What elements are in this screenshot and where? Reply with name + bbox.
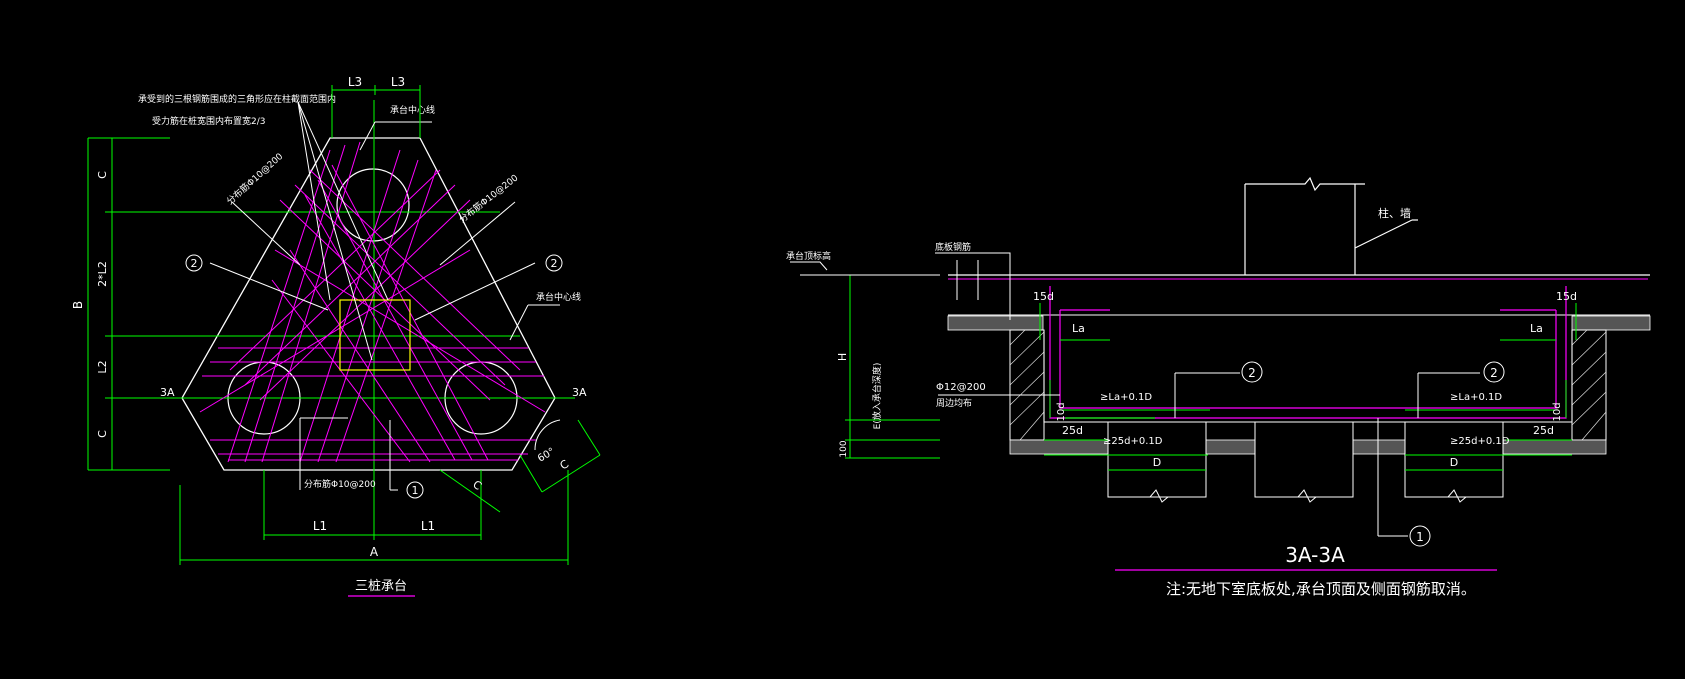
label-center-line-right: 承台中心线: [536, 291, 581, 303]
svg-text:10d: 10d: [1552, 402, 1563, 421]
label-top-elevation: 承台顶标高: [786, 250, 831, 262]
marker-2-left: 2: [185, 254, 203, 272]
svg-text:2: 2: [191, 257, 198, 270]
svg-text:L3: L3: [348, 75, 362, 89]
section-leaders: [790, 252, 1480, 537]
section-dims: [845, 275, 1577, 471]
blinding-left: [947, 315, 1044, 331]
label-dist-bottom: 分布筋Φ10@200: [304, 478, 376, 490]
svg-text:D: D: [1153, 456, 1161, 469]
svg-text:L1: L1: [313, 519, 327, 533]
svg-text:25d: 25d: [1533, 424, 1554, 437]
pile-cap-plan: 2 2 1 3A 3A 承受到的三根钢筋围成的三角形应在柱截面范围内 受力筋在桩…: [88, 93, 587, 540]
svg-text:L2: L2: [96, 360, 109, 373]
plan-caption: 三桩承台: [355, 579, 407, 594]
marker-1-section: 1: [1409, 525, 1431, 547]
rebar-horizontal: [202, 347, 544, 461]
svg-text:H: H: [836, 353, 849, 361]
section-mark-right: 3A: [572, 386, 587, 399]
svg-text:C: C: [96, 171, 109, 179]
svg-text:La: La: [1530, 322, 1543, 335]
svg-text:A: A: [370, 545, 379, 559]
svg-text:2: 2: [1490, 366, 1498, 380]
svg-text:≥25d+0.1D: ≥25d+0.1D: [1103, 436, 1163, 447]
label-center-line-top: 承台中心线: [390, 104, 435, 116]
label-dist-left: 分布筋Φ10@200: [224, 150, 286, 207]
svg-text:C: C: [558, 457, 572, 472]
svg-text:≥25d+0.1D: ≥25d+0.1D: [1450, 436, 1510, 447]
svg-text:60°: 60°: [536, 446, 557, 464]
svg-text:≥La+0.1D: ≥La+0.1D: [1450, 392, 1502, 403]
column-wall: [1244, 176, 1418, 275]
svg-text:L1: L1: [421, 519, 435, 533]
label-column-wall: 柱、墙: [1378, 206, 1411, 220]
side-wall-left: [1009, 329, 1045, 441]
label-dist-right: 分布筋Φ10@200: [456, 172, 520, 226]
marker-2a: 2: [1241, 361, 1263, 383]
cap-rebars: [1049, 286, 1567, 419]
svg-text:2: 2: [551, 257, 558, 270]
label-bottom-rebar: 底板钢筋: [935, 241, 971, 253]
svg-text:La: La: [1072, 322, 1085, 335]
svg-text:C: C: [470, 478, 484, 493]
svg-text:1: 1: [412, 484, 419, 497]
svg-text:≥La+0.1D: ≥La+0.1D: [1100, 392, 1152, 403]
section-3a: 柱、墙: [786, 176, 1651, 598]
section-title: 3A-3A: [1285, 543, 1345, 567]
pile-middle-section: [1254, 421, 1354, 503]
svg-text:C: C: [96, 430, 109, 438]
svg-text:10d: 10d: [1056, 402, 1067, 421]
svg-text:E(放入承台深度): E(放入承台深度): [871, 363, 883, 430]
svg-text:1: 1: [1416, 530, 1424, 544]
side-wall-right: [1571, 329, 1607, 441]
pile-right-section: [1404, 421, 1504, 503]
section-mark-left: 3A: [160, 386, 175, 399]
leaders: [209, 101, 560, 491]
svg-text:15d: 15d: [1033, 290, 1054, 303]
svg-text:15d: 15d: [1556, 290, 1577, 303]
note-line-2: 受力筋在桩宽围内布置宽2/3: [152, 115, 266, 127]
label-rebar-sub: 周边均布: [936, 397, 972, 409]
marker-2b: 2: [1483, 361, 1505, 383]
pile-top: [336, 168, 410, 242]
section-note: 注:无地下室底板处,承台顶面及侧面钢筋取消。: [1166, 580, 1476, 598]
blinding-right: [1571, 315, 1651, 331]
svg-text:100: 100: [839, 440, 849, 457]
marker-2-right: 2: [545, 254, 563, 272]
pile-left-section: [1107, 421, 1207, 503]
label-rebar: Φ12@200: [936, 382, 986, 393]
axis-lines: [88, 100, 575, 540]
note-line-1: 承受到的三根钢筋围成的三角形应在柱截面范围内: [138, 93, 336, 105]
svg-text:D: D: [1450, 456, 1458, 469]
column-outline: [339, 299, 411, 371]
marker-1-left: 1: [406, 481, 424, 499]
svg-text:25d: 25d: [1062, 424, 1083, 437]
svg-text:L3: L3: [391, 75, 405, 89]
svg-text:2: 2: [1248, 366, 1256, 380]
svg-text:2*L2: 2*L2: [96, 261, 109, 287]
svg-text:B: B: [71, 301, 85, 309]
